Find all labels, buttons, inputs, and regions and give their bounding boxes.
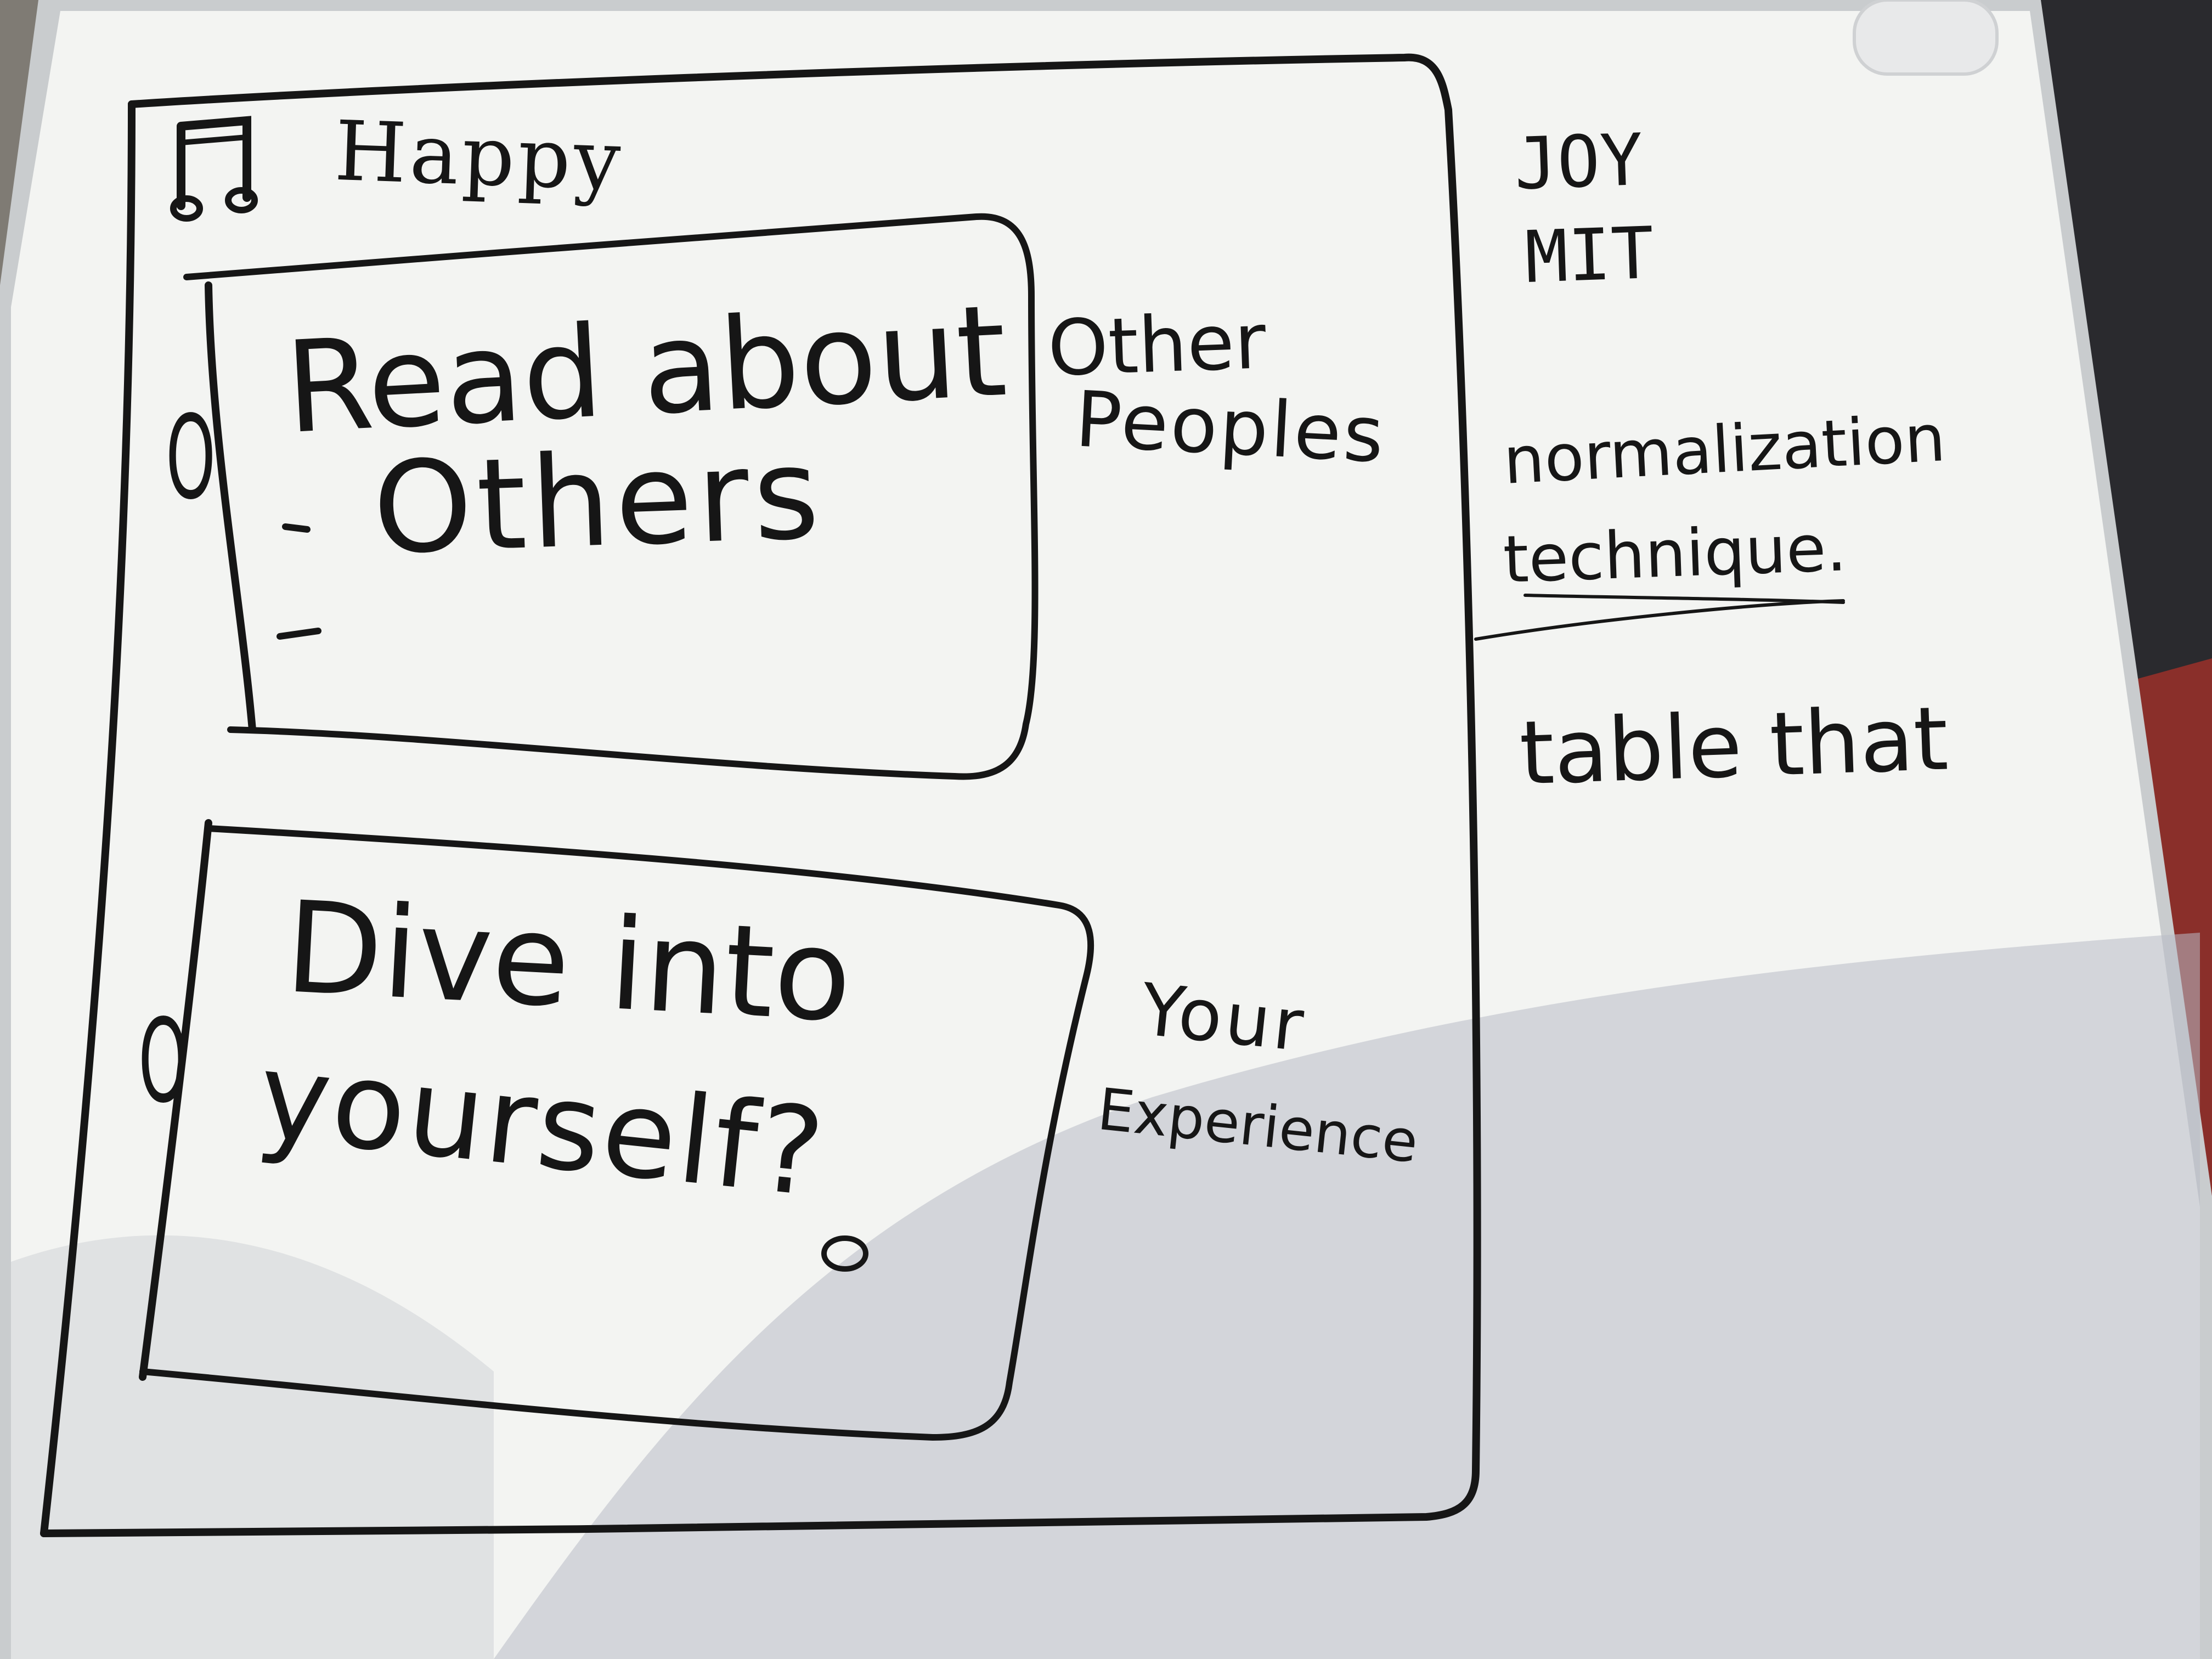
box2-radio: O xyxy=(138,994,189,1128)
note-mit: MIT xyxy=(1523,211,1656,300)
box1-text-line2: Others xyxy=(370,420,826,583)
note-table-that: table that xyxy=(1517,687,1950,805)
box1-radio: O xyxy=(166,391,216,525)
note-joy: JOY xyxy=(1513,117,1645,206)
box2-side-note-line1: Your xyxy=(1137,967,1311,1068)
box1-side-note-line2: Peoples xyxy=(1073,375,1388,481)
sketch-title: Happy xyxy=(333,103,625,210)
note-technique: technique. xyxy=(1502,510,1848,597)
music-note-icon xyxy=(170,116,258,222)
box2-text-line1: Dive into xyxy=(281,874,855,1051)
